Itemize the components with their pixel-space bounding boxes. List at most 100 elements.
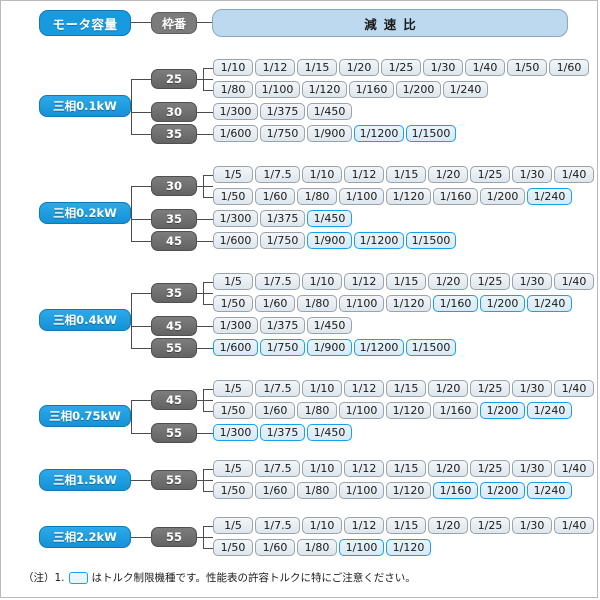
ratio-chip[interactable]: 1/60 — [255, 539, 295, 556]
ratio-chip[interactable]: 1/60 — [255, 402, 295, 419]
frame-number-pill[interactable]: 25 — [151, 68, 197, 89]
ratio-chip[interactable]: 1/50 — [213, 539, 253, 556]
ratio-chip[interactable]: 1/600 — [213, 125, 258, 142]
ratio-chip[interactable]: 1/40 — [554, 273, 594, 290]
ratio-chip[interactable]: 1/80 — [297, 482, 337, 499]
ratio-chip[interactable]: 1/120 — [386, 188, 431, 205]
ratio-chip[interactable]: 1/375 — [260, 317, 305, 334]
ratio-chip[interactable]: 1/160 — [433, 188, 478, 205]
ratio-chip[interactable]: 1/20 — [428, 517, 468, 534]
ratio-chip[interactable]: 1/600 — [213, 232, 258, 249]
ratio-chip[interactable]: 1/12 — [344, 166, 384, 183]
frame-number-pill[interactable]: 55 — [151, 526, 197, 547]
ratio-chip[interactable]: 1/120 — [302, 81, 347, 98]
frame-number-pill[interactable]: 55 — [151, 337, 197, 358]
ratio-chip[interactable]: 1/300 — [213, 210, 258, 227]
ratio-chip[interactable]: 1/100 — [339, 402, 384, 419]
ratio-chip[interactable]: 1/5 — [213, 166, 253, 183]
ratio-chip[interactable]: 1/15 — [386, 517, 426, 534]
ratio-chip[interactable]: 1/200 — [480, 188, 525, 205]
ratio-chip[interactable]: 1/40 — [554, 517, 594, 534]
ratio-chip[interactable]: 1/30 — [512, 380, 552, 397]
ratio-chip[interactable]: 1/10 — [302, 460, 342, 477]
ratio-chip[interactable]: 1/7.5 — [255, 380, 300, 397]
ratio-chip-torque-limited[interactable]: 1/450 — [307, 424, 352, 441]
ratio-chip[interactable]: 1/25 — [470, 460, 510, 477]
ratio-chip[interactable]: 1/900 — [307, 125, 352, 142]
ratio-chip-torque-limited[interactable]: 1/160 — [433, 295, 478, 312]
ratio-chip[interactable]: 1/30 — [512, 166, 552, 183]
ratio-chip[interactable]: 1/15 — [297, 59, 337, 76]
ratio-chip-torque-limited[interactable]: 1/1500 — [406, 339, 456, 356]
ratio-chip[interactable]: 1/40 — [554, 460, 594, 477]
ratio-chip[interactable]: 1/40 — [554, 380, 594, 397]
ratio-chip[interactable]: 1/5 — [213, 460, 253, 477]
ratio-chip[interactable]: 1/100 — [255, 81, 300, 98]
ratio-chip-torque-limited[interactable]: 1/240 — [527, 188, 572, 205]
motor-capacity-pill[interactable]: 三相2.2kW — [39, 525, 131, 548]
ratio-chip[interactable]: 1/750 — [260, 125, 305, 142]
ratio-chip-torque-limited[interactable]: 1/100 — [339, 539, 384, 556]
ratio-chip[interactable]: 1/15 — [386, 460, 426, 477]
ratio-chip[interactable]: 1/25 — [381, 59, 421, 76]
ratio-chip-torque-limited[interactable]: 1/1200 — [354, 232, 404, 249]
ratio-chip-torque-limited[interactable]: 1/600 — [213, 339, 258, 356]
frame-number-pill[interactable]: 35 — [151, 208, 197, 229]
ratio-chip[interactable]: 1/20 — [339, 59, 379, 76]
ratio-chip[interactable]: 1/50 — [213, 482, 253, 499]
ratio-chip[interactable]: 1/60 — [549, 59, 589, 76]
ratio-chip[interactable]: 1/7.5 — [255, 517, 300, 534]
ratio-chip[interactable]: 1/80 — [297, 295, 337, 312]
ratio-chip[interactable]: 1/5 — [213, 517, 253, 534]
ratio-chip-torque-limited[interactable]: 1/900 — [307, 232, 352, 249]
frame-number-pill[interactable]: 45 — [151, 389, 197, 410]
ratio-chip[interactable]: 1/375 — [260, 210, 305, 227]
ratio-chip-torque-limited[interactable]: 1/200 — [480, 295, 525, 312]
ratio-chip[interactable]: 1/20 — [428, 166, 468, 183]
ratio-chip[interactable]: 1/375 — [260, 103, 305, 120]
ratio-chip-torque-limited[interactable]: 1/1500 — [406, 232, 456, 249]
ratio-chip-torque-limited[interactable]: 1/1500 — [406, 125, 456, 142]
ratio-chip[interactable]: 1/10 — [302, 380, 342, 397]
ratio-chip[interactable]: 1/80 — [297, 188, 337, 205]
ratio-chip-torque-limited[interactable]: 1/160 — [433, 482, 478, 499]
ratio-chip[interactable]: 1/25 — [470, 517, 510, 534]
ratio-chip[interactable]: 1/160 — [349, 81, 394, 98]
ratio-chip[interactable]: 1/10 — [302, 273, 342, 290]
ratio-chip[interactable]: 1/30 — [512, 273, 552, 290]
ratio-chip[interactable]: 1/40 — [465, 59, 505, 76]
ratio-chip[interactable]: 1/120 — [386, 482, 431, 499]
frame-number-pill[interactable]: 30 — [151, 175, 197, 196]
ratio-chip[interactable]: 1/5 — [213, 273, 253, 290]
ratio-chip[interactable]: 1/15 — [386, 273, 426, 290]
ratio-chip[interactable]: 1/20 — [428, 380, 468, 397]
ratio-chip[interactable]: 1/450 — [307, 103, 352, 120]
ratio-chip[interactable]: 1/30 — [512, 517, 552, 534]
ratio-chip[interactable]: 1/10 — [213, 59, 253, 76]
ratio-chip[interactable]: 1/7.5 — [255, 273, 300, 290]
ratio-chip[interactable]: 1/12 — [255, 59, 295, 76]
ratio-chip-torque-limited[interactable]: 1/200 — [480, 482, 525, 499]
ratio-chip[interactable]: 1/50 — [213, 295, 253, 312]
ratio-chip-torque-limited[interactable]: 1/375 — [260, 424, 305, 441]
ratio-chip[interactable]: 1/10 — [302, 517, 342, 534]
frame-number-pill[interactable]: 30 — [151, 101, 197, 122]
ratio-chip[interactable]: 1/750 — [260, 232, 305, 249]
frame-number-pill[interactable]: 35 — [151, 282, 197, 303]
ratio-chip[interactable]: 1/80 — [297, 539, 337, 556]
ratio-chip[interactable]: 1/30 — [512, 460, 552, 477]
ratio-chip[interactable]: 1/100 — [339, 295, 384, 312]
ratio-chip[interactable]: 1/60 — [255, 188, 295, 205]
ratio-chip[interactable]: 1/60 — [255, 295, 295, 312]
ratio-chip-torque-limited[interactable]: 1/200 — [480, 402, 525, 419]
ratio-chip[interactable]: 1/300 — [213, 103, 258, 120]
ratio-chip[interactable]: 1/12 — [344, 460, 384, 477]
ratio-chip[interactable]: 1/25 — [470, 273, 510, 290]
ratio-chip-torque-limited[interactable]: 1/240 — [527, 295, 572, 312]
ratio-chip[interactable]: 1/10 — [302, 166, 342, 183]
ratio-chip[interactable]: 1/30 — [423, 59, 463, 76]
ratio-chip[interactable]: 1/450 — [307, 317, 352, 334]
ratio-chip-torque-limited[interactable]: 1/240 — [527, 402, 572, 419]
motor-capacity-pill[interactable]: 三相0.1kW — [39, 95, 131, 117]
ratio-chip[interactable]: 1/60 — [255, 482, 295, 499]
